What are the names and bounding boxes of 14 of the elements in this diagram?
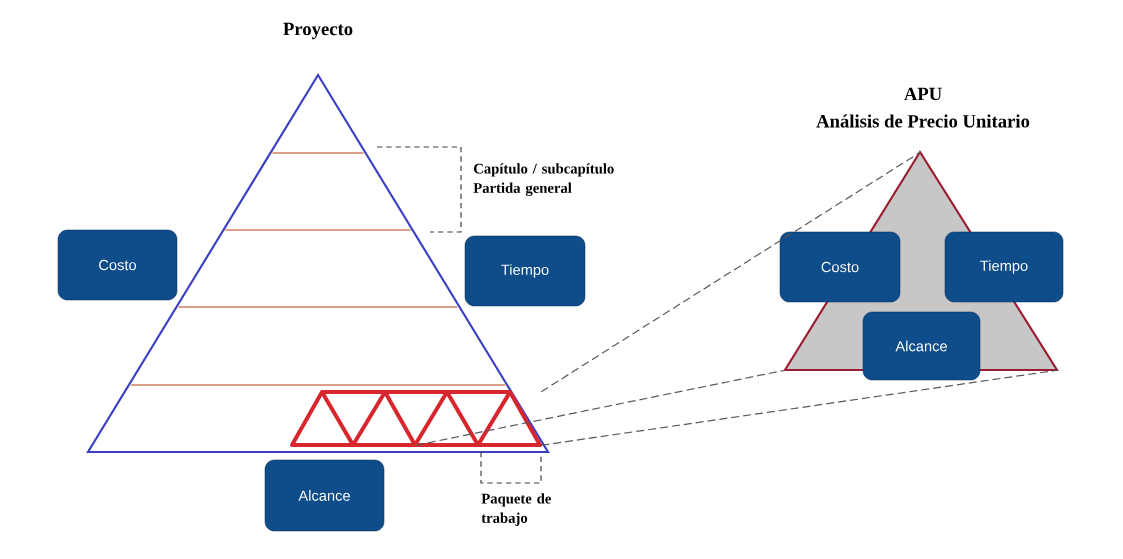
text-box: Costo <box>779 231 901 303</box>
text-box: Tiempo <box>944 231 1064 303</box>
title: Proyecto <box>283 22 353 40</box>
text-box: Tiempo <box>464 235 586 307</box>
title: Análisis de Precio Unitario <box>816 114 1030 128</box>
annotation: Paquete de trabajo <box>481 493 551 526</box>
truss-drawing <box>290 390 542 447</box>
text-box: Alcance <box>264 459 385 532</box>
text-box: Costo <box>57 229 178 301</box>
dashed-line <box>540 151 922 393</box>
text-box: Alcance <box>862 311 981 381</box>
dashed-line <box>540 369 1058 446</box>
title: APU <box>904 87 942 101</box>
annotation: Capítulo / subcapítulo Partida general <box>473 163 614 197</box>
